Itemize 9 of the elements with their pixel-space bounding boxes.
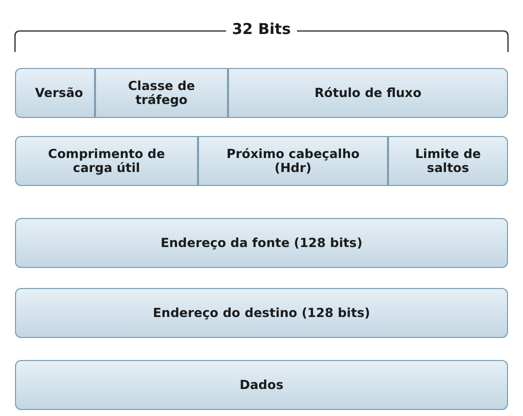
header-field: Limite de saltos (388, 136, 508, 186)
header-field: Rótulo de fluxo (228, 68, 508, 118)
header-field: Endereço do destino (128 bits) (15, 288, 508, 338)
header-field: Comprimento de carga útil (15, 136, 198, 186)
header-field: Endereço da fonte (128 bits) (15, 218, 508, 268)
header-field: Classe de tráfego (95, 68, 228, 118)
header-field: Próximo cabeçalho (Hdr) (198, 136, 388, 186)
header-field: Dados (15, 360, 508, 410)
header-field: Versão (15, 68, 95, 118)
